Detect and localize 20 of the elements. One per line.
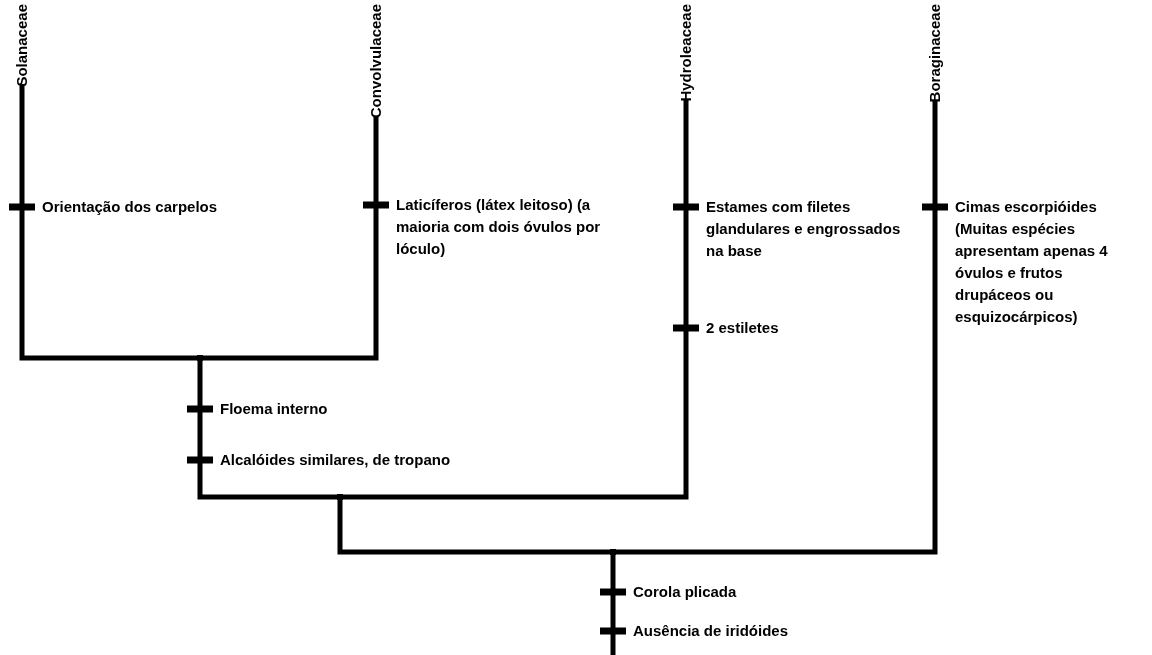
character-label: Estames com filetes glandulares e engrossados na base [706,197,902,261]
character-label: Floema interno [220,399,329,419]
tree-branch [340,99,689,500]
tree-branch [200,115,379,361]
character-label: Corola plicada [633,582,738,602]
tree-branch [197,358,340,500]
taxon-name: Boraginaceae [925,4,944,103]
taxon-name: Solanaceae [12,4,31,87]
tree-branch [19,84,200,361]
character-label: Orientação dos carpelos [42,197,219,217]
tree-branch [613,99,938,555]
taxon-name: Hydroleaceae [676,4,695,102]
taxon-name: Convolvulaceae [366,4,385,119]
character-label: Ausência de iridóides [633,621,790,641]
character-label: Laticíferos (látex leitoso) (a maioria com dois óvulos por lóculo) [396,195,602,259]
character-label: 2 estiletes [706,318,780,338]
tree-branch [610,552,616,655]
tree-branch [337,497,613,555]
character-label: Cimas escorpióides (Muitas espécies apresentam apenas 4 óvulos e frutos drupáceos ou esquizocárpicos) [955,197,1109,327]
character-label: Alcalóides similares, de tropano [220,450,452,470]
